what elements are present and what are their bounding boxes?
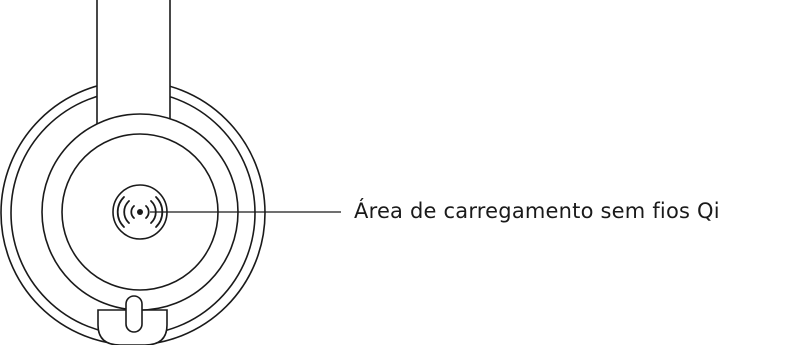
callout-label: Área de carregamento sem fios Qi: [354, 199, 720, 223]
bottom-tab-slot: [125, 295, 143, 333]
